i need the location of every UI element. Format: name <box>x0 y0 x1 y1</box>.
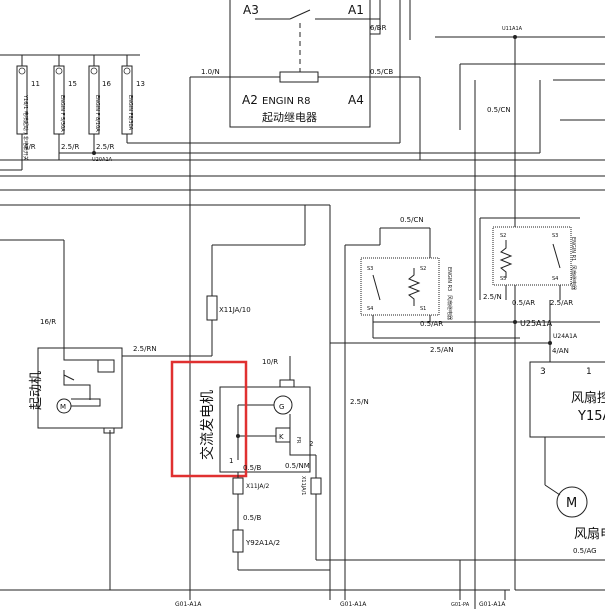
fan-ctrl-pin-3: 3 <box>540 367 546 377</box>
starter-motor: 起动机 M <box>29 347 123 434</box>
wire-label-2-5r-b: 2.5/R <box>96 143 114 151</box>
splice-u24a1a: U24A1A <box>553 333 578 340</box>
wire-label-0-5ar-a: 0.5/AR <box>512 299 535 307</box>
r3-pin-s3: S3 <box>367 266 373 272</box>
alternator-gen-symbol: G <box>279 403 284 411</box>
fuse-label-1: Y16/1 电喷起动 / 非电喷开关 <box>22 94 29 161</box>
relay-pin-a4: A4 <box>348 93 364 107</box>
fan-ctrl-pin-1: 1 <box>586 367 592 377</box>
r3-title: ENGIN R3 <box>446 267 452 291</box>
starter-motor-symbol: M <box>60 403 66 411</box>
fuse-pin-2: 15 <box>68 80 77 88</box>
connector-label-x11ja1: X11JA/1 <box>300 476 306 495</box>
fuse-label-2: ENGIN F 5/30A <box>59 95 65 132</box>
fuse-pin-1: 11 <box>31 80 40 88</box>
relay-name: ENGIN R8 <box>262 96 310 107</box>
ground-g01-a1a-2: G01-A1A <box>340 601 367 608</box>
wire-label-0-5nm: 0.5/NM <box>285 462 310 470</box>
wire-label-4r: 4/R <box>24 143 36 151</box>
wire-label-2-5an: 2.5/AN <box>430 346 454 354</box>
connector-label-x11ja10: X11JA/10 <box>219 306 251 314</box>
r1-title-cn: 风扇继电器 <box>570 265 577 290</box>
connector-label-y92a1a2: Y92A1A/2 <box>245 539 280 547</box>
fan-relay-r1: S2 S3 S5 S4 ENGIN R1 风扇继电器 <box>492 226 577 290</box>
splice-u11a1a: U11A1A <box>502 26 523 32</box>
starter-title: 起动机 <box>29 371 44 410</box>
wire-label-0-5ar-b: 0.5/AR <box>420 320 443 328</box>
fuse-label-3: ENGIN F 8/10A <box>94 95 100 132</box>
ground-g01-pa: G01-PA <box>451 602 470 608</box>
wire-label-0-5cb: 0.5/CB <box>370 68 393 76</box>
wire-label-16r: 16/R <box>40 318 56 326</box>
alternator-pin-2: 2 <box>309 440 313 448</box>
highlight-box <box>170 360 248 478</box>
wire-label-0-5cn-mid: 0.5/CN <box>400 216 424 224</box>
r1-pin-s3: S3 <box>552 233 558 239</box>
alternator-title: 交流发电机 <box>199 390 216 460</box>
fan-motor-symbol: M <box>566 496 577 511</box>
fan-motor: M 风扇电 <box>556 486 605 542</box>
connector-y92a1a2 <box>232 529 244 553</box>
starter-relay: A3 A1 A2 ENGIN R8 A4 起动继电器 1.0/N 0.5/CB … <box>201 0 393 128</box>
wire-label-2-5rn: 2.5/RN <box>133 345 157 353</box>
relay-pin-a1: A1 <box>348 3 364 17</box>
wire-label-2-5n-right: 2.5/N <box>483 293 502 301</box>
r3-pin-s4: S4 <box>367 306 373 312</box>
fan-ctrl-title: 风扇控 <box>571 390 605 406</box>
r3-pin-s2: S2 <box>420 266 426 272</box>
wire-label-2-5n: 2.5/N <box>350 398 369 406</box>
wire-label-0-5cn-top: 0.5/CN <box>487 106 511 114</box>
connector-x11ja2 <box>232 477 244 495</box>
wire-label-6br: 6/BR <box>370 24 387 32</box>
fan-ctrl-code: Y15A <box>577 409 605 424</box>
fuse-pin-4: 13 <box>136 80 145 88</box>
connector-label-x11ja2: X11JA/2 <box>246 483 270 490</box>
wire-label-0-5ag: 0.5/AG <box>573 547 597 555</box>
wire-label-0-5b-b: 0.5/B <box>243 514 261 522</box>
relay-pin-a3: A3 <box>243 3 259 17</box>
wire-label-2-5ar: 2.5/AR <box>550 299 573 307</box>
r1-pin-s4: S4 <box>552 276 558 282</box>
fuse-pin-3: 16 <box>102 80 111 88</box>
fan-controller: 3 1 风扇控 Y15A <box>529 361 605 438</box>
wire-label-4an: 4/AN <box>552 347 569 355</box>
wire-label-1-0n: 1.0/N <box>201 68 220 76</box>
alternator-pin-1: 1 <box>229 457 233 465</box>
r1-title: ENGIN R1 <box>570 237 576 261</box>
r3-pin-s1: S1 <box>420 306 426 312</box>
r1-pin-s5: S5 <box>500 276 506 282</box>
relay-pin-a2: A2 <box>242 93 258 107</box>
fan-motor-title: 风扇电 <box>574 526 605 542</box>
splice-u25a1a: U25A1A <box>520 319 553 328</box>
alternator: 10/R G K 1 2 FR <box>219 356 313 473</box>
fan-relay-r3: 0.5/CN S3 S4 S2 S1 ENGIN R3 风扇继电器 <box>360 216 453 322</box>
relay-title: 起动继电器 <box>262 111 317 124</box>
r3-title-cn: 风扇继电器 <box>446 295 453 320</box>
r1-pin-s2: S2 <box>500 233 506 239</box>
alternator-fr: FR <box>295 437 301 444</box>
connector-x11ja1 <box>310 477 322 495</box>
fuse-label-4: ENGIN F8/30A <box>127 95 133 131</box>
relay-coil <box>279 71 319 83</box>
wire-label-10r: 10/R <box>262 358 278 366</box>
ground-g01-a1a-3: G01-A1A <box>479 601 506 608</box>
wire-label-0-5b-a: 0.5/B <box>243 464 261 472</box>
alternator-reg-symbol: K <box>279 433 284 441</box>
wire-label-2-5r-a: 2.5/R <box>61 143 79 151</box>
connector-x11ja10 <box>206 295 218 321</box>
ground-g01-a1a-1: G01-A1A <box>175 601 202 608</box>
